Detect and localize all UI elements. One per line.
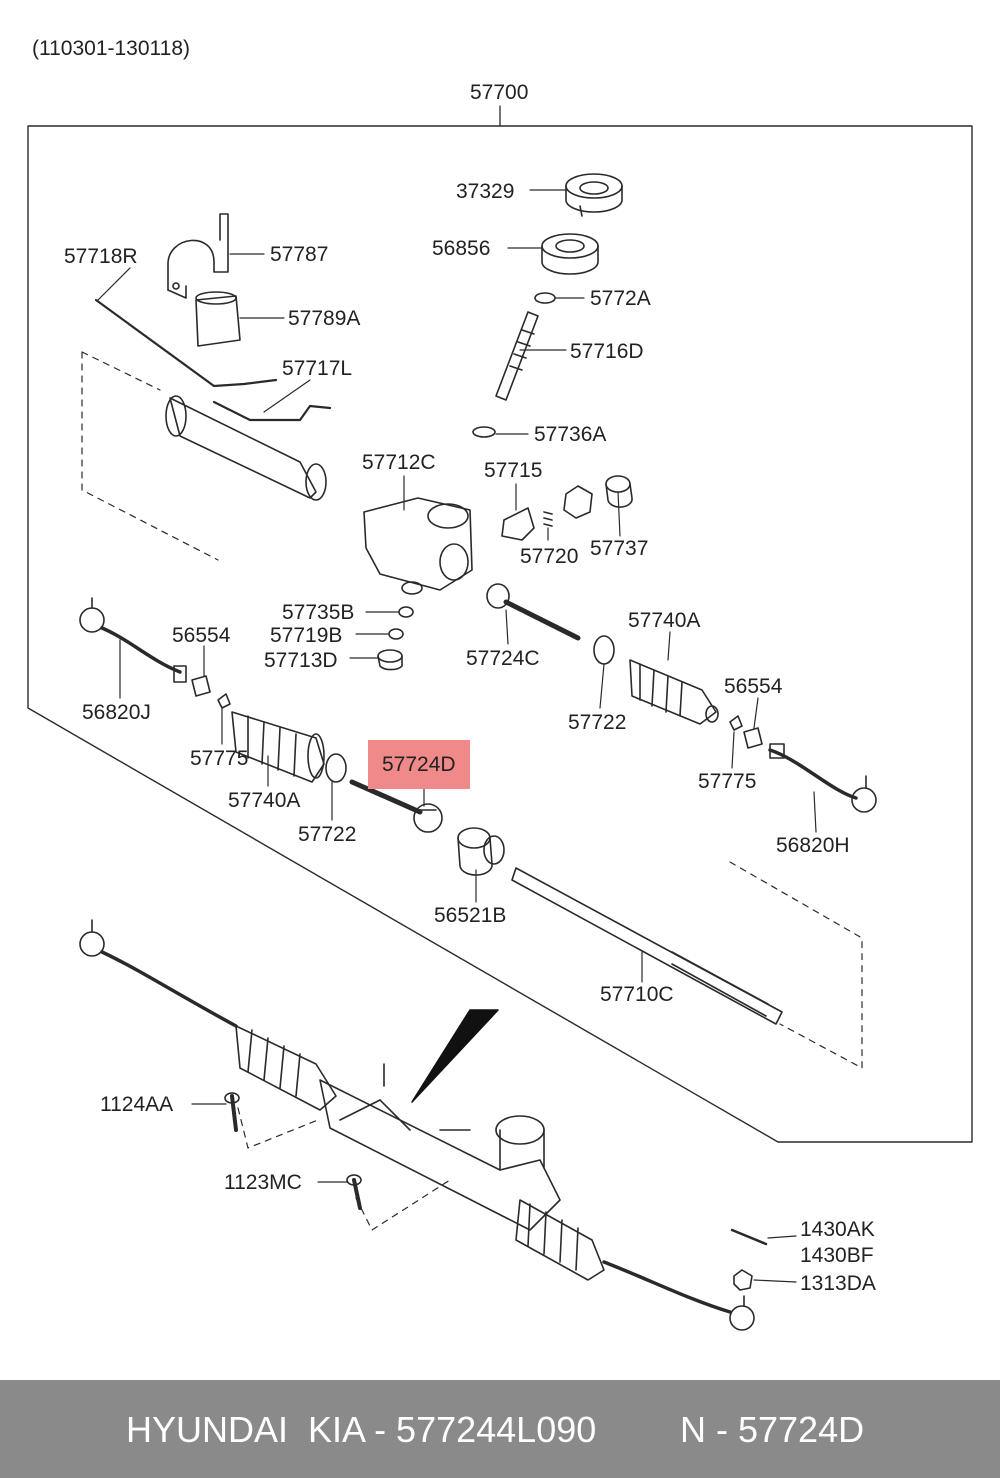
part-1123mc-bolt	[346, 1174, 362, 1210]
part-label-57775-left[interactable]: 57775	[190, 747, 249, 770]
part-57720-spring	[543, 511, 553, 527]
part-57740a-boot-left	[231, 711, 325, 783]
part-label-57710c[interactable]: 57710C	[600, 983, 674, 1006]
part-56820j-tie-rod-end	[79, 597, 187, 683]
part-57710c-rack-bar	[511, 867, 783, 1025]
leader-lines	[97, 189, 817, 1283]
part-label-57724d-highlighted[interactable]: 57724D	[368, 740, 470, 789]
part-label-1430ak[interactable]: 1430AK	[800, 1218, 875, 1241]
part-label-1124aa[interactable]: 1124AA	[100, 1093, 174, 1116]
dashed-mount-mid	[355, 1179, 451, 1231]
assembled-steering-rack	[79, 919, 755, 1331]
part-57789a-bushing	[195, 291, 241, 347]
part-57735b-seal	[398, 606, 414, 618]
part-seal-under-housing	[401, 581, 423, 595]
part-56554-nut-left	[191, 675, 211, 697]
part-cylinder-housing	[165, 395, 327, 501]
part-1124aa-bolt	[224, 1092, 240, 1132]
dashed-guide-left	[81, 351, 219, 561]
dashed-mount-left	[237, 1107, 319, 1149]
part-label-57722-right[interactable]: 57722	[568, 711, 627, 734]
part-label-57717l[interactable]: 57717L	[282, 357, 353, 380]
part-56521b-bushing	[457, 827, 505, 876]
part-57717l-tube	[212, 400, 332, 422]
part-57740a-boot-right	[629, 659, 719, 725]
part-57736a-oring	[472, 426, 496, 438]
footer-reference-number: N - 57724D	[680, 1409, 865, 1450]
assembly-frame	[27, 125, 973, 1143]
part-label-57740a-left[interactable]: 57740A	[228, 789, 301, 812]
part-57737-hex	[563, 485, 593, 519]
part-label-56521b[interactable]: 56521B	[434, 904, 507, 927]
part-37329-bearing-cap	[565, 173, 623, 217]
part-label-56554-right[interactable]: 56554	[724, 675, 783, 698]
parts-diagram	[27, 105, 973, 1331]
dashed-guide-right	[729, 861, 863, 1069]
footer-brand-part-number: HYUNDAI KIA - 577244L090	[126, 1409, 597, 1450]
part-56554-nut-right	[743, 727, 763, 749]
part-57724c-inner-tie-rod	[486, 583, 581, 641]
part-label-57716d[interactable]: 57716D	[570, 340, 644, 363]
part-57718r-tube	[94, 298, 278, 388]
part-57787-clamp	[167, 213, 229, 299]
part-57712c-valve-housing	[363, 497, 473, 591]
part-57722-ring-right	[593, 635, 615, 665]
part-label-57787[interactable]: 57787	[270, 243, 329, 266]
part-label-57715[interactable]: 57715	[484, 459, 543, 482]
part-label-1430bf[interactable]: 1430BF	[800, 1244, 874, 1267]
part-label-57789a[interactable]: 57789A	[288, 307, 361, 330]
pointer-arrow	[411, 1009, 499, 1103]
part-label-57718r[interactable]: 57718R	[64, 245, 138, 268]
date-range-label: (110301-130118)	[32, 37, 191, 60]
part-57719b-seal	[388, 628, 404, 640]
part-57715-yoke	[501, 507, 535, 541]
part-label-57720[interactable]: 57720	[520, 545, 579, 568]
part-label-57737[interactable]: 57737	[590, 537, 649, 560]
part-57716d-pinion	[495, 311, 539, 401]
part-label-57719b[interactable]: 57719B	[270, 624, 343, 647]
part-label-57740a-right[interactable]: 57740A	[628, 609, 701, 632]
part-label-56820j[interactable]: 56820J	[82, 701, 151, 724]
part-label-1313da[interactable]: 1313DA	[800, 1272, 876, 1295]
part-label-57775-right[interactable]: 57775	[698, 770, 757, 793]
part-label-56856[interactable]: 56856	[432, 237, 491, 260]
footer-bar: HYUNDAI KIA - 577244L090 N - 57724D	[0, 1380, 1000, 1478]
part-57775-clip-right	[729, 715, 743, 731]
part-56820h-tie-rod-end	[768, 743, 877, 813]
part-label-5772a[interactable]: 5772A	[590, 287, 651, 310]
part-label-57724c[interactable]: 57724C	[466, 647, 540, 670]
part-57775-clip-left	[217, 693, 231, 709]
part-5772a-oring	[534, 292, 556, 304]
part-1313da-nut	[733, 1269, 753, 1291]
part-1430ak-cotter-pin	[730, 1228, 768, 1246]
part-label-56554-left[interactable]: 56554	[172, 624, 231, 647]
part-label-1123mc[interactable]: 1123MC	[224, 1171, 302, 1194]
part-label-57722-left[interactable]: 57722	[298, 823, 357, 846]
part-label-37329[interactable]: 37329	[456, 180, 515, 203]
part-57724d-inner-tie-rod	[349, 779, 443, 833]
part-label-57736a[interactable]: 57736A	[534, 423, 607, 446]
part-label-57712c[interactable]: 57712C	[362, 451, 436, 474]
part-57722-ring-left	[325, 753, 347, 783]
part-56856-nut	[541, 233, 599, 275]
part-label-57735b[interactable]: 57735B	[282, 601, 355, 624]
assembly-part-label: 57700	[470, 81, 529, 104]
part-label-56820h[interactable]: 56820H	[776, 834, 850, 857]
part-label-57713d[interactable]: 57713D	[264, 649, 338, 672]
part-57713d-seal	[377, 649, 403, 671]
